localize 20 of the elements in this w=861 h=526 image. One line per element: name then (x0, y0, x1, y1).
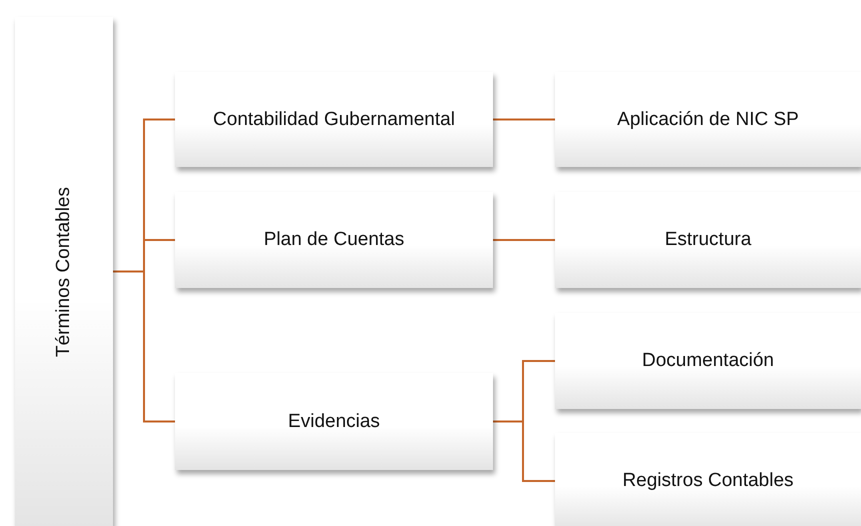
term-box (555, 433, 861, 526)
connector-line (113, 270, 175, 422)
connector-line (493, 420, 555, 482)
connector-line (493, 239, 555, 241)
term-box (555, 192, 861, 288)
term-box (555, 72, 861, 167)
term-box (555, 313, 861, 409)
term-label: Documentación (642, 350, 774, 372)
term-label: Plan de Cuentas (264, 229, 404, 251)
term-label: Aplicación de NIC SP (617, 108, 799, 130)
term-label: Registros Contables (622, 470, 794, 492)
term-label: Contabilidad Gubernamental (213, 108, 455, 130)
connector-line (493, 118, 555, 120)
term-box (175, 192, 493, 288)
term-label: Evidencias (288, 410, 380, 432)
term-box (15, 17, 113, 526)
term-label: Términos Contables (53, 186, 75, 357)
term-label: Estructura (664, 229, 752, 251)
term-box (175, 373, 493, 470)
term-box (175, 72, 493, 167)
